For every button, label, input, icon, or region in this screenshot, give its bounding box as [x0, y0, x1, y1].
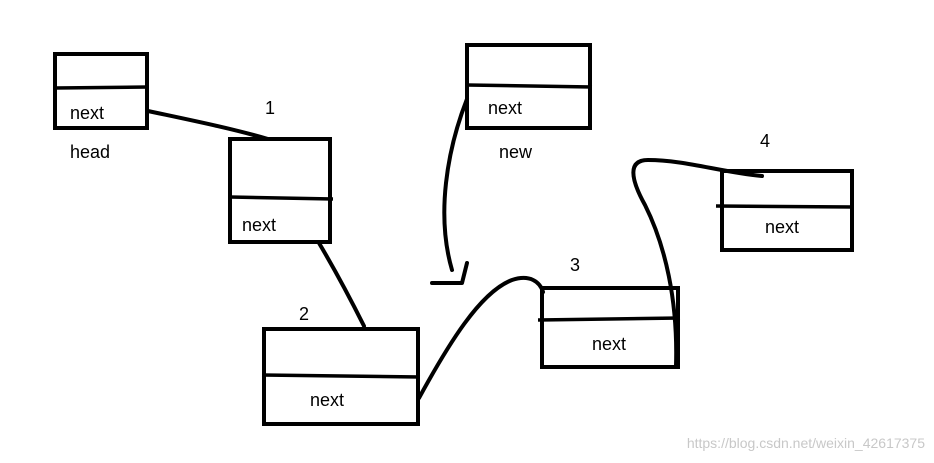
new-node-divider — [466, 83, 593, 89]
node-4-box — [720, 169, 854, 252]
arrowhead-icon — [430, 261, 469, 285]
node-3-number: 3 — [570, 255, 580, 275]
node-2-divider — [261, 373, 421, 379]
node-2: next — [261, 327, 421, 426]
node-3: next — [537, 286, 681, 369]
watermark: https://blog.csdn.net/weixin_42617375 — [687, 435, 925, 451]
node-4-next-label: next — [765, 217, 799, 237]
link-node-2-to-node-3 — [417, 275, 545, 400]
node-2-next-label: next — [310, 390, 344, 410]
link-head-to-node-1 — [146, 109, 270, 141]
node-1-number: 1 — [265, 98, 275, 118]
head-caption: head — [70, 142, 110, 162]
head-node-next-label: next — [70, 103, 104, 123]
link-node-1-to-node-2 — [317, 241, 366, 328]
node-3-next-label: next — [592, 334, 626, 354]
head-node: next — [53, 52, 149, 130]
node-3-box — [540, 286, 680, 369]
node-1-box — [228, 137, 332, 244]
head-node-divider — [54, 85, 149, 90]
node-1-next-label: next — [242, 215, 276, 235]
node-4-number: 4 — [760, 131, 770, 151]
node-1-divider — [229, 195, 334, 201]
link-new-to-node-3-arrow — [442, 97, 469, 272]
new-node-next-label: next — [488, 98, 522, 118]
head-node-box — [53, 52, 149, 130]
link-node-3-to-node-4 — [631, 157, 764, 368]
node-4: next — [715, 169, 855, 252]
node-2-number: 2 — [299, 304, 309, 324]
node-1: next — [228, 137, 334, 244]
new-node: next — [465, 43, 593, 130]
new-caption: new — [499, 142, 533, 162]
node-4-divider — [715, 204, 855, 209]
node-3-divider — [537, 316, 681, 322]
